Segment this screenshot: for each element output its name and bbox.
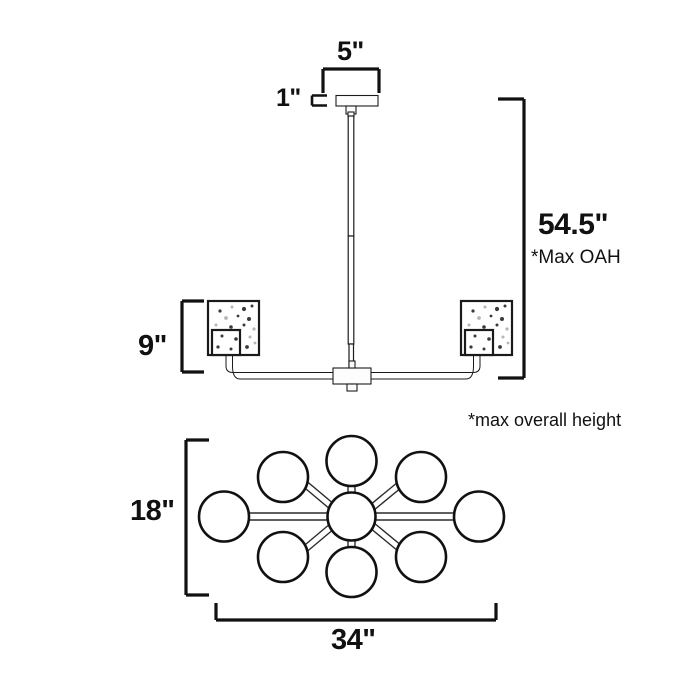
plan-shade-south [325, 545, 378, 599]
dimension-label-max-oah: 54.5" [538, 208, 609, 241]
canopy [335, 94, 379, 118]
plan-view [184, 434, 506, 622]
bracket-max-overall-height [498, 97, 526, 380]
bracket-plan-width [214, 603, 498, 622]
elevation-view [206, 94, 514, 392]
dimension-label-canopy-width: 5" [337, 36, 364, 66]
plan-shade-east [452, 490, 506, 543]
bracket-shade-height [180, 299, 204, 374]
plan-shade-southwest [256, 530, 310, 584]
right-shade [459, 299, 514, 357]
bracket-canopy-width [321, 67, 381, 93]
plan-shade-southeast [394, 530, 448, 584]
dimension-label-plan-depth: 18" [130, 495, 175, 527]
left-shade [206, 299, 261, 357]
plan-shade-west [197, 490, 251, 543]
plan-shade-northwest [256, 450, 310, 504]
dimension-label-plan-width: 34" [331, 624, 376, 656]
dimension-label-max-oah-note: *Max OAH [531, 247, 621, 268]
plan-shade-north [325, 434, 378, 488]
bracket-canopy-height [310, 94, 327, 107]
plan-shade-northeast [394, 450, 448, 504]
bracket-plan-depth [184, 438, 209, 597]
downrod [347, 115, 355, 371]
footnote-max-overall-height: *max overall height [468, 410, 622, 430]
dimension-label-canopy-height: 1" [276, 84, 301, 112]
dimension-label-shade-height: 9" [138, 330, 167, 362]
plan-center-hub [326, 491, 377, 542]
center-hub [332, 360, 372, 392]
